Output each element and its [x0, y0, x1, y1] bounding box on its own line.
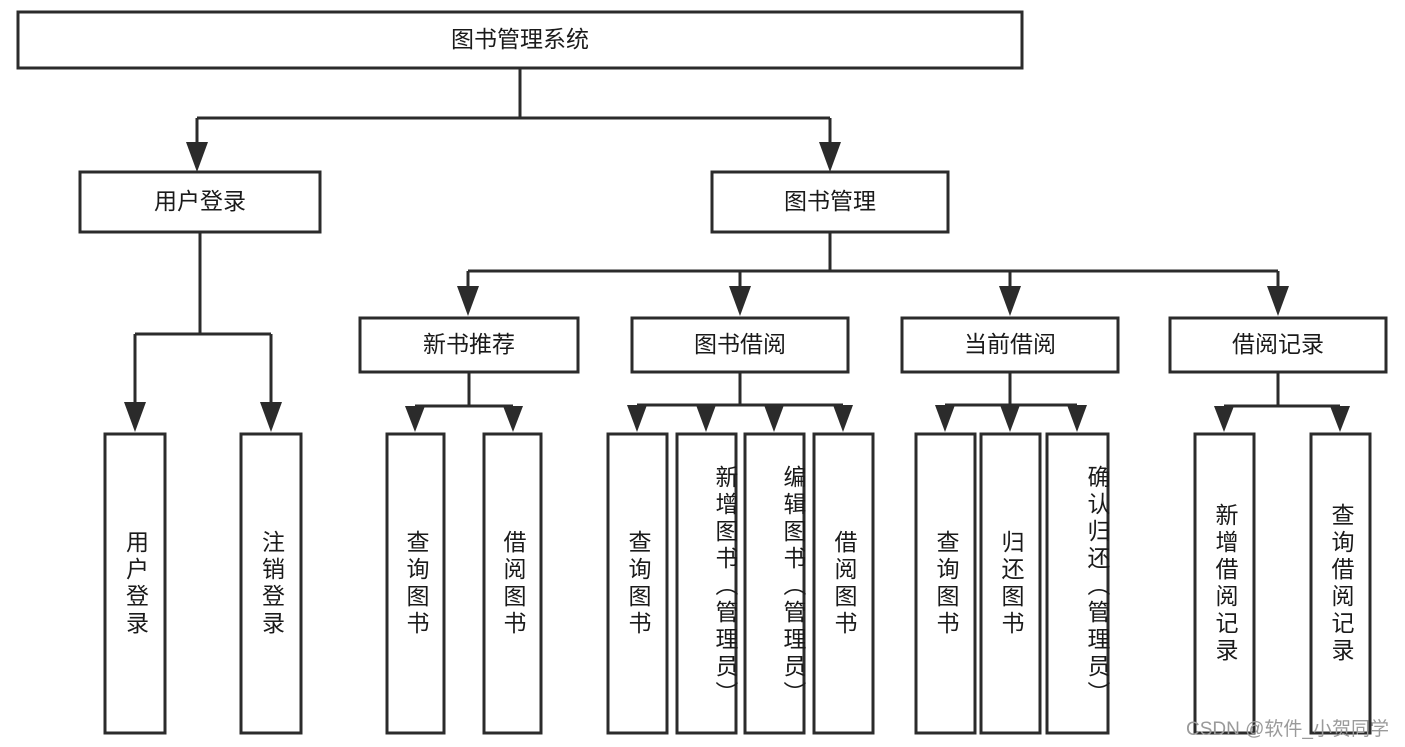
arrowhead-add-book	[696, 405, 716, 432]
node-current-borrow-label: 当前借阅	[964, 331, 1056, 357]
arrowhead-leaf-user-login	[124, 402, 146, 432]
leaf-box-query-book-1[interactable]	[385, 432, 446, 735]
node-book-borrow-label: 图书借阅	[694, 331, 786, 357]
leaf-box-query-book-2[interactable]	[606, 432, 669, 735]
leaf-box-add-record[interactable]	[1193, 432, 1256, 735]
arrowhead-query-book-1	[405, 406, 425, 432]
node-new-book-recommend[interactable]: 新书推荐	[358, 316, 580, 374]
arrowhead-user-login	[186, 142, 208, 172]
node-book-manage-label: 图书管理	[784, 188, 876, 214]
arrowhead-borrow-record	[1267, 286, 1289, 316]
arrowhead-query-record	[1330, 406, 1350, 432]
arrowhead-book-borrow	[729, 286, 751, 316]
node-root-box[interactable]	[16, 10, 1024, 70]
leaf-box-borrow-book-2[interactable]	[812, 432, 875, 735]
leaf-box-logout-login[interactable]	[239, 432, 303, 735]
leaf-box-confirm-return[interactable]	[1045, 432, 1110, 735]
arrowhead-query-book-2	[627, 405, 647, 432]
leaf-box-borrow-book-1[interactable]	[482, 432, 543, 735]
arrowhead-query-book-3	[935, 405, 955, 432]
arrowhead-borrow-book-2	[833, 405, 853, 432]
arrowhead-new-book	[457, 286, 479, 316]
node-root-label: 图书管理系统	[451, 26, 589, 52]
leaf-box-query-book-3[interactable]	[914, 432, 977, 735]
arrowhead-borrow-book-1	[503, 406, 523, 432]
node-new-book-recommend-box[interactable]	[358, 316, 580, 374]
node-current-borrow[interactable]: 当前借阅	[900, 316, 1120, 374]
watermark-text: CSDN @软件_小贺同学	[1186, 719, 1389, 740]
node-borrow-record[interactable]: 借阅记录	[1168, 316, 1388, 374]
leaf-box-edit-book[interactable]	[743, 432, 806, 735]
leaf-box-user-login[interactable]	[103, 432, 167, 735]
leaf-box-return-book[interactable]	[979, 432, 1042, 735]
arrowhead-confirm-return	[1067, 405, 1087, 432]
node-book-borrow[interactable]: 图书借阅	[630, 316, 850, 374]
node-book-borrow-box[interactable]	[630, 316, 850, 374]
arrowhead-add-record	[1214, 406, 1234, 432]
node-current-borrow-box[interactable]	[900, 316, 1120, 374]
arrowhead-return-book	[1000, 405, 1020, 432]
arrowhead-edit-book	[764, 405, 784, 432]
node-user-login[interactable]: 用户登录	[78, 170, 322, 234]
node-new-book-recommend-label: 新书推荐	[423, 331, 515, 357]
node-borrow-record-label: 借阅记录	[1232, 331, 1324, 357]
node-book-manage-box[interactable]	[710, 170, 950, 234]
node-user-login-label: 用户登录	[154, 188, 246, 214]
node-book-manage[interactable]: 图书管理	[710, 170, 950, 234]
node-root[interactable]: 图书管理系统	[16, 10, 1024, 70]
leaf-box-query-record[interactable]	[1309, 432, 1372, 735]
leaf-box-add-book[interactable]	[675, 432, 738, 735]
arrowhead-book-manage	[819, 142, 841, 172]
arrowhead-current-borrow	[999, 286, 1021, 316]
arrowhead-leaf-logout	[260, 402, 282, 432]
node-borrow-record-box[interactable]	[1168, 316, 1388, 374]
